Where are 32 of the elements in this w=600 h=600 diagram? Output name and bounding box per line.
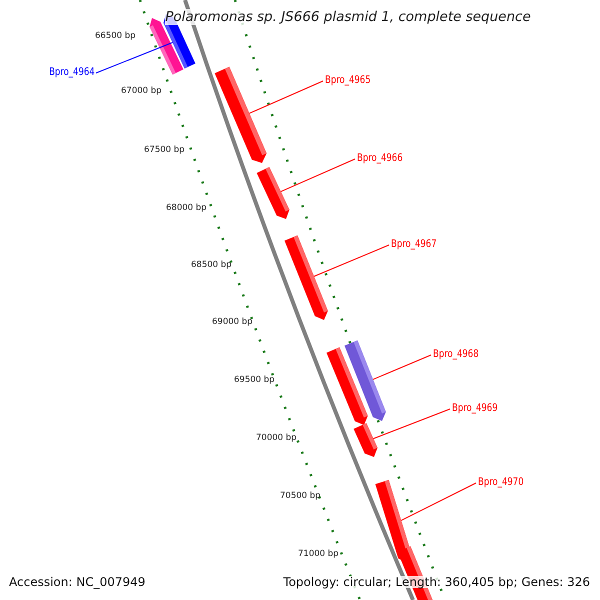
scale-label: 69500 bp [234, 376, 275, 384]
scale-label: 67500 bp [144, 146, 185, 154]
gene-label: Bpro_4965 [325, 75, 371, 86]
gene-label: Bpro_4968 [433, 349, 479, 360]
scale-label: 71000 bp [298, 550, 339, 558]
leader-line [96, 42, 174, 74]
scale-label: 70000 bp [256, 434, 297, 442]
accession-text: Accession: NC_007949 [9, 576, 146, 588]
scale-label: 68500 bp [191, 261, 232, 270]
gene-label: Bpro_4964 [49, 67, 95, 78]
gene-label: Bpro_4967 [391, 239, 437, 250]
scale-label: 69000 bp [212, 318, 253, 326]
gene-label: Bpro_4966 [357, 153, 403, 164]
gene-label: Bpro_4970 [478, 477, 524, 488]
scale-label: 70500 bp [280, 492, 321, 500]
gene-label: Bpro_4969 [452, 403, 498, 414]
scale-label: 68000 bp [166, 204, 207, 212]
leader-line [248, 80, 324, 114]
leader-line [314, 244, 390, 277]
title: Polaromonas sp. JS666 plasmid 1, complete sequence [164, 11, 532, 24]
scale-label: 67000 bp [121, 87, 162, 96]
leader-line [372, 354, 432, 380]
gene-block [354, 423, 378, 457]
summary-text: Topology: circular; Length: 360,405 bp; Genes: 326 [283, 576, 590, 588]
gene-block [344, 340, 386, 421]
leader-line [372, 408, 450, 440]
leader-line [400, 482, 476, 521]
scale-label: 66500 bp [95, 32, 136, 40]
gene-block [284, 235, 328, 320]
gene-block [214, 66, 267, 163]
leader-line [280, 158, 356, 192]
gene-block [256, 167, 290, 219]
